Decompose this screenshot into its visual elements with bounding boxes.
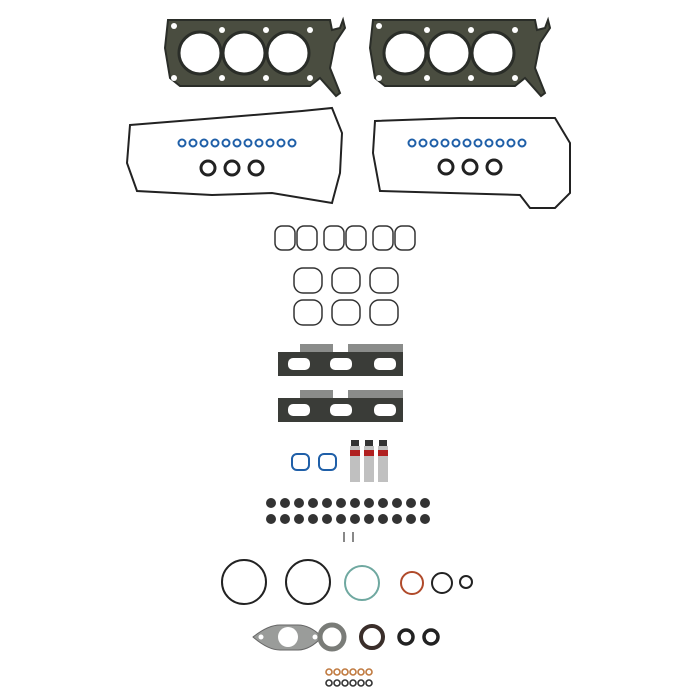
small-washers bbox=[325, 668, 375, 692]
bottom-seals bbox=[250, 620, 450, 655]
valve-cover-gasket-left bbox=[122, 103, 347, 208]
valve-stem-seals bbox=[265, 497, 435, 547]
sealant-tubes bbox=[348, 440, 393, 485]
exhaust-manifold-gaskets bbox=[278, 340, 408, 425]
blue-square-seals bbox=[290, 451, 340, 473]
head-gasket-left bbox=[160, 8, 350, 100]
intake-gaskets bbox=[270, 222, 430, 332]
large-orings bbox=[220, 558, 475, 608]
head-gasket-right bbox=[365, 8, 555, 100]
valve-cover-gasket-right bbox=[370, 113, 580, 213]
